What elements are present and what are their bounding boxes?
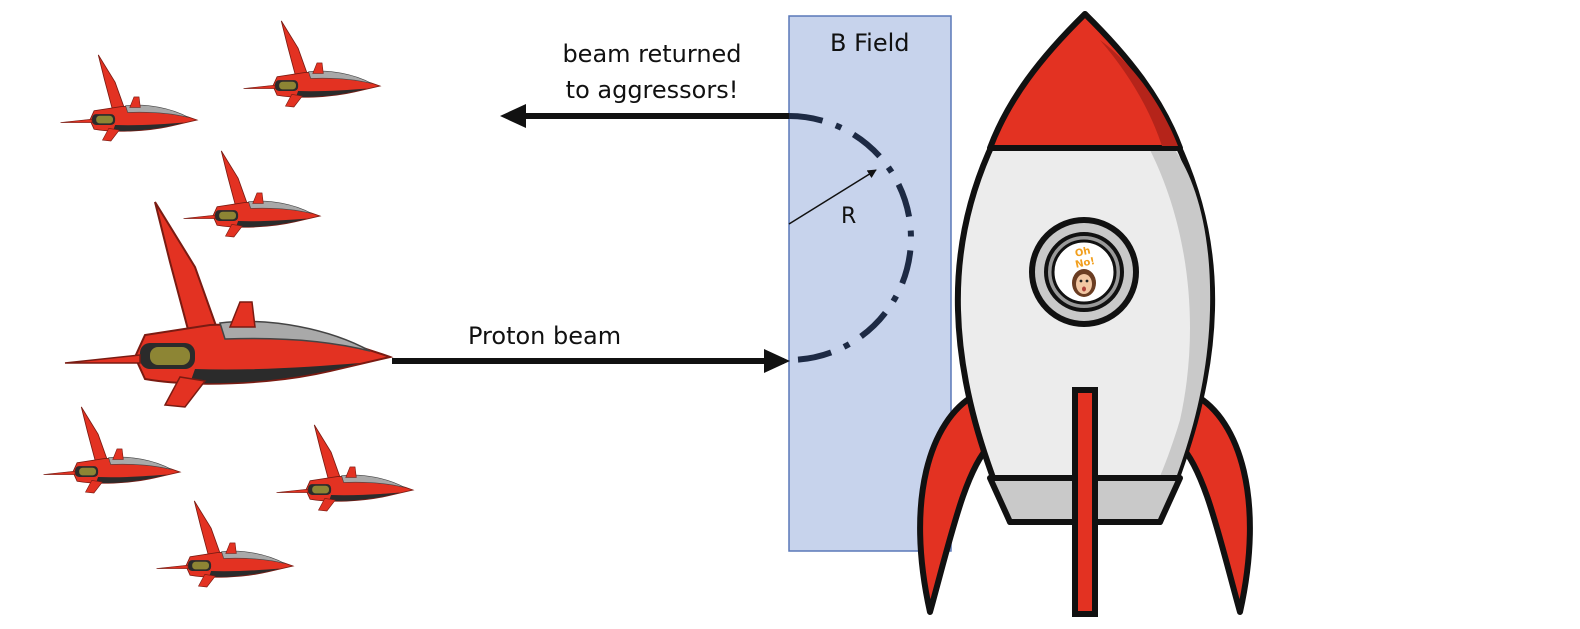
rocket-icon bbox=[917, 11, 1253, 617]
spaceship-icon bbox=[43, 406, 181, 494]
spaceship-icon bbox=[243, 20, 381, 108]
circular-path bbox=[788, 113, 914, 363]
porthole-icon bbox=[1029, 217, 1139, 327]
spaceship-icon bbox=[60, 54, 198, 142]
spaceship-icon bbox=[183, 150, 321, 238]
radius-line bbox=[788, 169, 877, 225]
b-field-region bbox=[788, 15, 952, 552]
returned-beam-arrowhead bbox=[500, 104, 526, 128]
spaceship-icon bbox=[276, 424, 414, 512]
proton-beam-arrowhead bbox=[764, 349, 790, 373]
face-avatar bbox=[1072, 269, 1096, 297]
spaceship-icon bbox=[156, 500, 294, 588]
spaceship-fleet bbox=[43, 20, 414, 588]
